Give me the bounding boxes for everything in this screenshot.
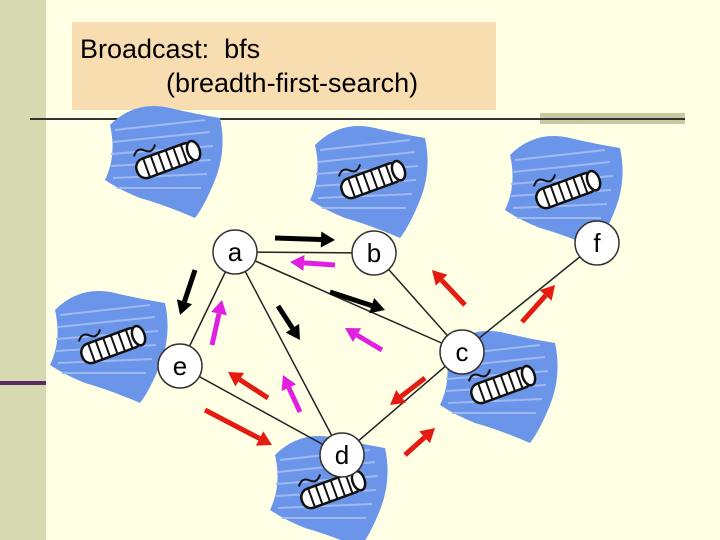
node-a-label: a (228, 237, 243, 267)
node-a-circle (212, 229, 258, 275)
slide-subtitle: (breadth-first-search) (166, 68, 419, 98)
node-f-label: f (593, 228, 601, 258)
edge-c-f (461, 242, 598, 353)
node-e-circle (157, 343, 203, 389)
left-band-rule (0, 381, 46, 385)
node-f-circle (574, 220, 620, 266)
edge-a-b (234, 251, 375, 254)
edge-a-d (234, 251, 343, 456)
arrow-a-to-b (274, 231, 335, 248)
title-box: Broadcast: bfs (breadth-first-search) (72, 22, 496, 110)
left-decor-band (0, 0, 46, 540)
node-d: d (319, 432, 365, 478)
node-e-label: e (173, 351, 187, 381)
slide-title: Broadcast: bfs (80, 34, 261, 64)
node-e: e (157, 343, 203, 389)
message-scroll-icon (308, 124, 429, 240)
edge-a-c (234, 251, 463, 353)
message-scroll-icon (48, 289, 169, 405)
node-c-circle (439, 329, 485, 375)
arrow-d-to-a (281, 375, 303, 414)
arrow-d-to-e (228, 372, 270, 401)
arrow-e-to-d (203, 407, 272, 446)
node-b-circle (351, 230, 397, 276)
title-rule (30, 118, 685, 120)
node-f: f (574, 220, 620, 266)
node-b: b (351, 230, 397, 276)
message-scroll-icon (103, 104, 224, 220)
node-d-circle (319, 432, 365, 478)
arrow-d-to-c (403, 428, 435, 457)
node-b-label: b (367, 238, 381, 268)
arrow-c-to-a (345, 328, 384, 353)
arrow-b-to-a (290, 254, 336, 271)
node-c-label: c (456, 337, 469, 367)
edge-e-d (179, 365, 343, 456)
arrow-a-to-e (176, 269, 198, 315)
arrow-e-to-a (209, 300, 227, 346)
arrow-c-to-f (520, 285, 555, 324)
edge-d-c (341, 351, 463, 456)
arrow-c-to-d (390, 376, 427, 405)
node-d-label: d (335, 440, 349, 470)
node-a: a (212, 229, 258, 275)
arrow-c-to-b (432, 270, 467, 307)
arrow-a-to-c (329, 289, 385, 314)
node-c: c (439, 329, 485, 375)
arrow-a-to-d (275, 304, 300, 340)
